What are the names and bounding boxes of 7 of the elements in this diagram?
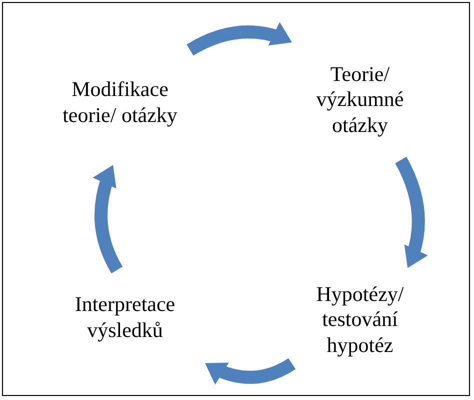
curved-arrow	[186, 22, 295, 56]
curved-arrow	[395, 156, 428, 271]
node-label: Teorie/ výzkumné otázky	[292, 40, 428, 160]
node-label: Hypotézy/ testování hypotéz	[292, 268, 428, 372]
node-label: Modifikace teorie/ otázky	[50, 40, 190, 165]
curved-arrow	[93, 162, 123, 274]
node-label: Interpretace výsledků	[45, 270, 205, 365]
